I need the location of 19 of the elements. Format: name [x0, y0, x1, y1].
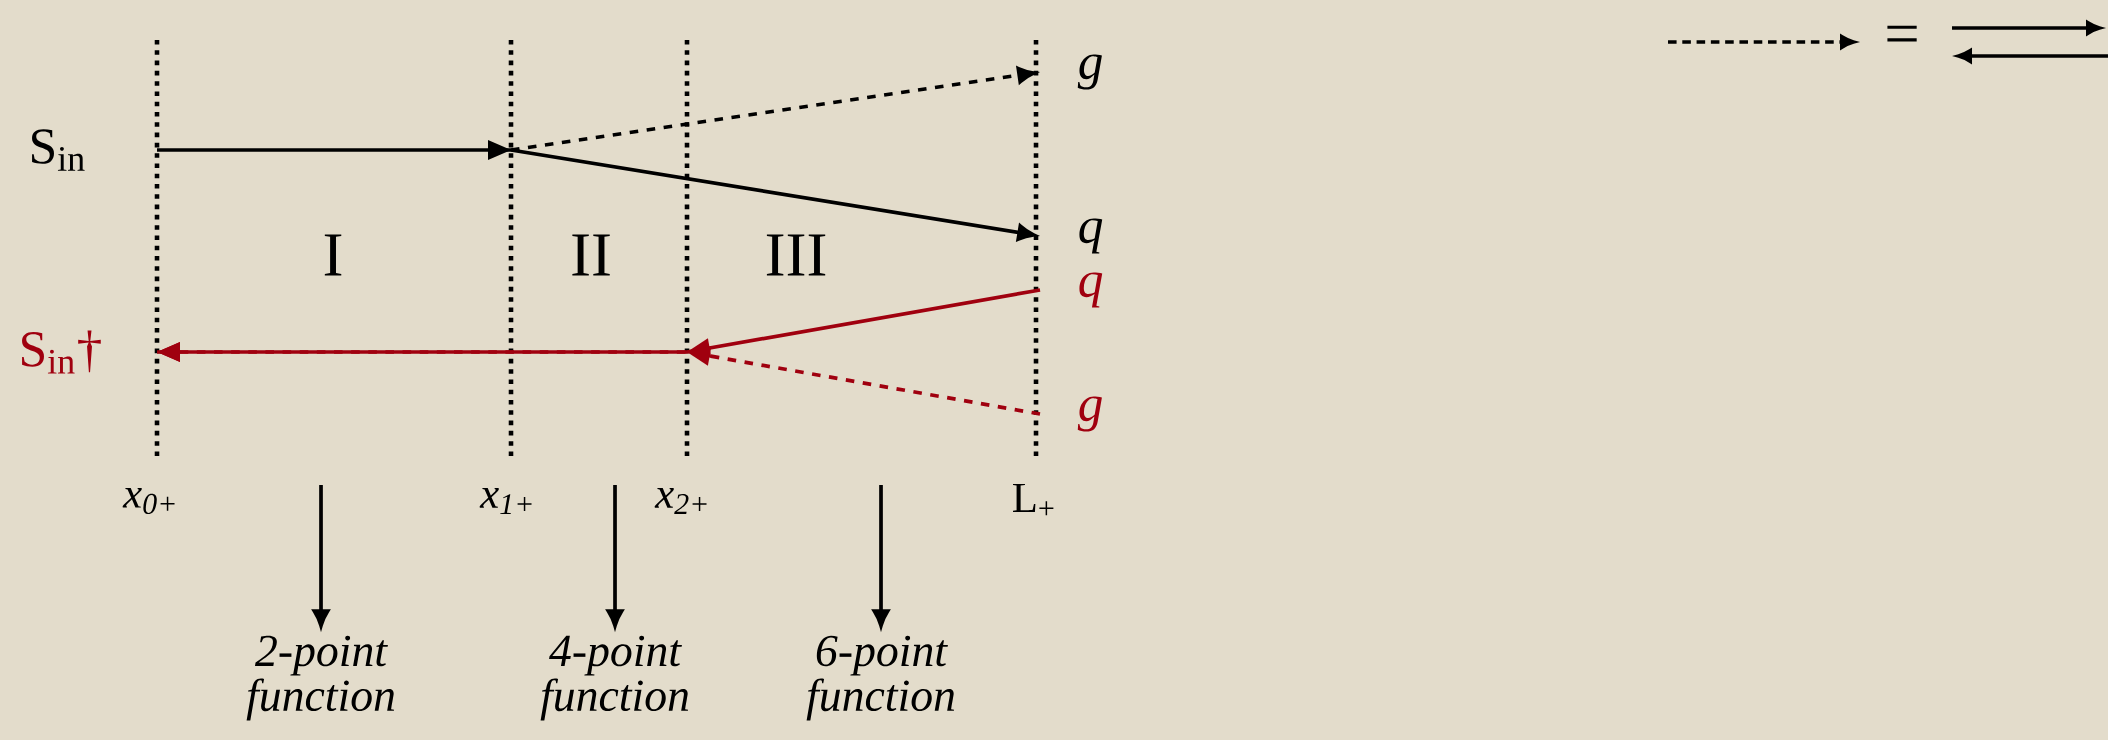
- channel-label: q: [1079, 218, 1103, 254]
- channel-label: g: [1077, 54, 1102, 90]
- position-label: x$_{1+}$: [479, 488, 532, 514]
- channel-label: q: [1079, 272, 1103, 308]
- function-label: 4-point function: [540, 635, 689, 721]
- position-label: x$_{2+}$: [654, 488, 707, 514]
- region-label: II: [572, 234, 610, 276]
- position-label: x$_{0+}$: [122, 487, 175, 515]
- function-label: 2-point function: [246, 635, 395, 721]
- function-label: 6-point function: [806, 635, 955, 721]
- channel-label: g: [1077, 396, 1102, 432]
- signal-label: S$_{in}$: [32, 129, 85, 171]
- region-label: I: [324, 234, 342, 276]
- signal-label: S$_{in}$†: [22, 330, 101, 374]
- position-label: L$_{+}$: [1013, 483, 1054, 516]
- region-label: III: [766, 234, 826, 276]
- arrow: [157, 342, 1041, 416]
- arrow: [157, 140, 511, 160]
- equals-sign: =: [1887, 25, 1917, 42]
